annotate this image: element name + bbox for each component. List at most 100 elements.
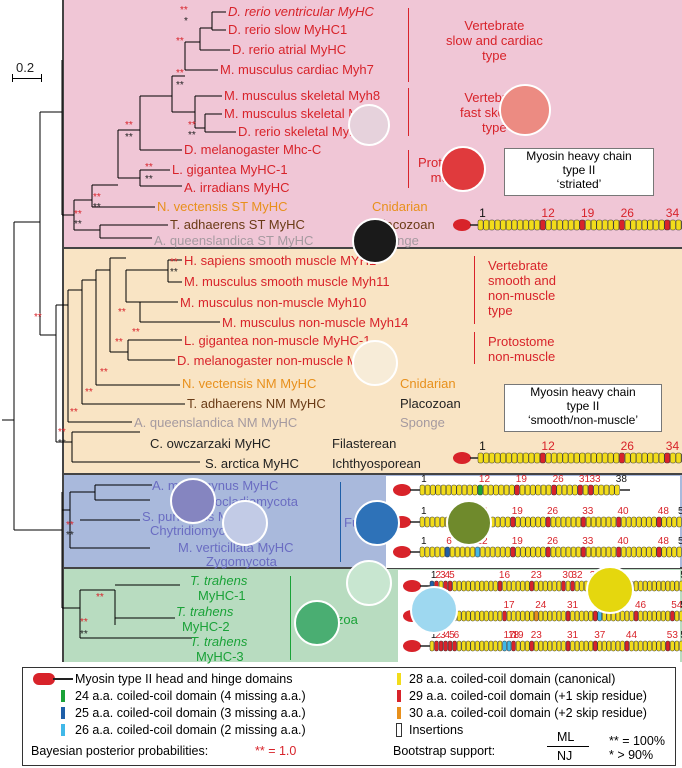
coiled-coil-segment [652,580,657,592]
support-value: ** [93,202,101,213]
coiled-coil-segment [629,640,634,652]
coiled-coil-segment [530,516,536,528]
head-domain-icon [453,219,471,231]
coiled-coil-segment [529,580,534,592]
coiled-coil-segment [656,580,661,592]
coiled-coil-segment [520,580,525,592]
coiled-coil-segment [570,610,575,622]
coiled-coil-segment [545,219,552,231]
taxon-label: A. queenslandica ST MyHC [154,233,314,248]
coiled-coil-segment [656,640,661,652]
coiled-coil-segment [670,452,676,464]
coiled-coil-segment [582,484,589,496]
legend-d30: 30 a.a. coiled-coil domain (+2 skip resi… [409,706,647,720]
coiled-coil-segment [429,640,435,652]
coiled-coil-segment [534,219,540,231]
support-value: ** [176,36,184,47]
segment-number-label: 6 [454,630,460,641]
taxon-label: D. rerio atrial MyHC [232,42,347,57]
coiled-coil-segment [616,546,622,558]
coiled-coil-segment [556,610,562,622]
segment-number-label: 4 [445,570,451,581]
coiled-coil-segment [485,546,491,558]
taxon-label: M. musculus non-muscle Myh14 [222,315,409,330]
coiled-coil-segment [424,516,430,528]
legend-boot90: * > 90% [609,748,654,762]
coiled-coil-segment [460,546,465,558]
coiled-coil-segment [574,610,580,622]
taxon-label: N. vectensis ST MyHC [157,199,288,214]
coiled-coil-segment [430,484,436,496]
taxon-label: T. trahens [190,573,248,588]
coiled-coil-segment [552,610,557,622]
segment-number-label: 1 [479,206,486,220]
segment-number-label: 48 [658,536,670,547]
group-label: Cnidarian [400,376,456,391]
marker-circle [352,340,398,386]
marker-circle [410,586,458,634]
coiled-coil-segment [466,610,471,622]
coiled-coil-segment [506,219,512,231]
legend-bayes-value: ** = 1.0 [255,744,297,758]
marker-circle [352,218,398,264]
coiled-coil-segment [534,640,539,652]
taxon-label: D. rerio ventricular MyHC [228,4,374,19]
coiled-coil-segment [614,484,620,496]
taxon-label: D. melanogaster non-muscle Mhc [177,353,372,368]
coiled-coil-segment [444,546,450,558]
coiled-coil-segment [598,484,604,496]
support-value: ** [34,312,42,323]
coiled-coil-segment [583,640,589,652]
coiled-coil-segment [535,484,541,496]
domain-28-swatch [397,673,401,685]
support-value: ** [115,337,123,348]
coiled-coil-segment [565,546,571,558]
segment-number-label: 19 [581,206,595,220]
legend-nj: NJ [557,749,573,763]
coiled-coil-segment [641,546,647,558]
taxon-label: T. trahens [176,604,234,619]
coiled-coil-segment [479,580,485,592]
coiled-coil-segment [543,580,548,592]
coiled-coil-segment [493,484,499,496]
coiled-coil-segment [588,640,593,652]
segment-number-label: 34 [666,439,680,453]
segment-number-label: 1 [421,536,427,547]
segment-number-label: 17 [504,630,516,641]
coiled-coil-segment [577,484,583,496]
segment-number-label: 31 [567,600,579,611]
coiled-coil-segment [451,484,457,496]
support-value: ** [100,367,108,378]
coiled-coil-segment [574,580,580,592]
coiled-coil-segment [638,610,643,622]
coiled-coil-segment [455,546,460,558]
coiled-coil-segment [631,546,637,558]
support-value: ** [180,5,188,16]
coiled-coil-segment [545,546,551,558]
coiled-coil-segment [561,610,566,622]
coiled-coil-segment [461,580,466,592]
coiled-coil-segment [665,610,671,622]
support-value: ** [170,257,178,268]
taxon-label: A. irradians MyHC [184,180,290,195]
legend-boot100: ** = 100% [609,734,665,748]
coiled-coil-segment [636,219,642,231]
taxon-label: C. owczarzaki MyHC [150,436,271,451]
coiled-coil-segment [494,452,501,464]
legend-d28: 28 a.a. coiled-coil domain (canonical) [409,672,616,686]
coiled-coil-segment [470,580,475,592]
coiled-coil-segment [573,219,580,231]
segment-number-label: 2 [435,630,441,641]
coiled-coil-segment [477,452,484,464]
support-value: ** [170,267,178,278]
coiled-coil-segment [511,640,516,652]
coiled-coil-segment [621,516,627,528]
taxon-label: L. gigantea MyHC-1 [172,162,288,177]
coiled-coil-segment [461,610,466,622]
coiled-coil-segment [479,610,485,622]
coiled-coil-segment [661,546,667,558]
group-bracket [408,150,409,188]
coiled-coil-segment [630,219,637,231]
coiled-coil-segment [607,219,614,231]
coiled-coil-segment [593,640,598,652]
